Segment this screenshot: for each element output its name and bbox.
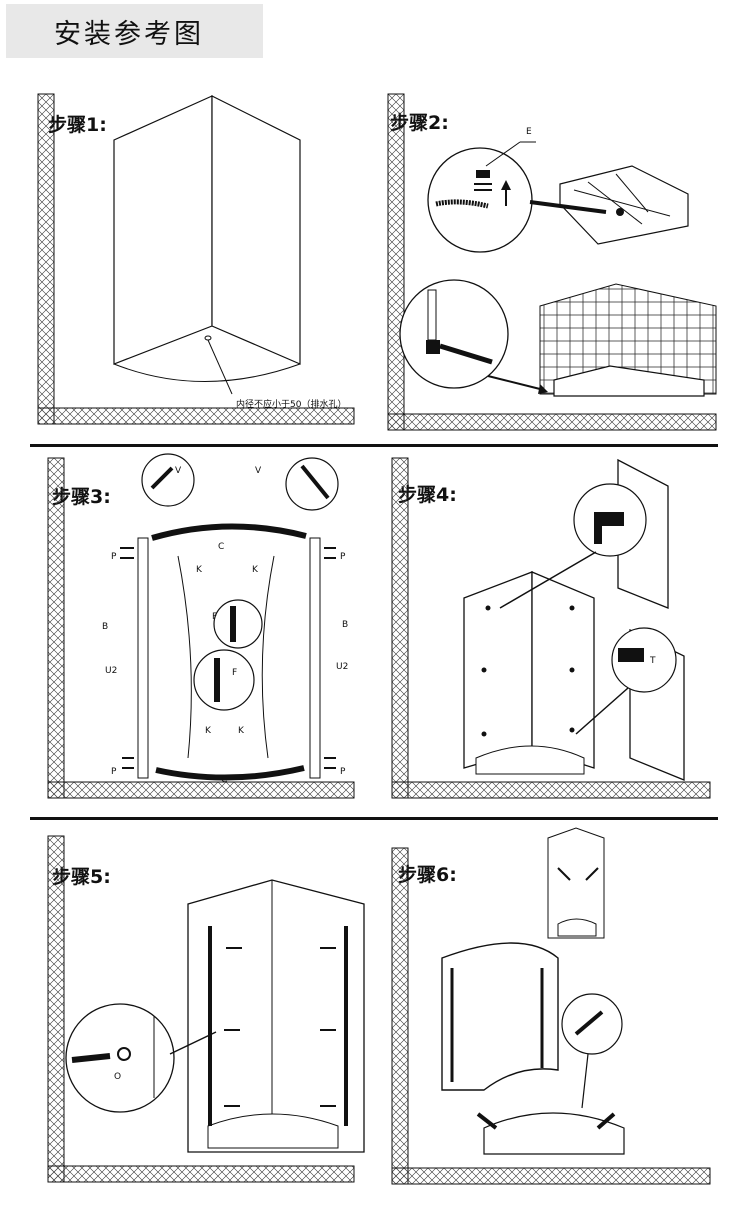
step1-annotation: 内径不应小于50（排水孔）: [236, 400, 347, 410]
page-title: 安装参考图: [54, 19, 204, 50]
step3-callout-p-bottom-left: P: [111, 767, 117, 777]
step3-callout-p-top-right: P: [340, 552, 346, 562]
step6-label: 步骤6:: [398, 864, 457, 886]
step3-callout-b-right: B: [342, 620, 349, 630]
step6-diagram: [391, 827, 711, 1185]
step3-callout-f-bottom: F: [232, 668, 238, 678]
separator-top: [30, 444, 718, 447]
step3-callout-f-top: F: [212, 612, 218, 622]
step2-callout-e: E: [526, 127, 532, 137]
step4-callout-t: T: [650, 656, 656, 666]
step5-label: 步骤5:: [52, 866, 111, 888]
step3-diagram: [47, 453, 355, 799]
step3-callout-k-bottom-right: K: [238, 726, 244, 736]
step3-callout-u2-right: U2: [336, 662, 349, 672]
step2-label: 步骤2:: [390, 112, 449, 134]
title-box: [6, 4, 263, 58]
step3-callout-c-bottom: C: [221, 775, 228, 785]
step3-callout-c-top: C: [218, 542, 225, 552]
step3-callout-v-left: V: [175, 466, 182, 476]
step3-callout-v-right: V: [255, 466, 262, 476]
step3-callout-u2-left: U2: [105, 666, 118, 676]
step3-callout-k-bottom-left: K: [205, 726, 211, 736]
step1-diagram: [37, 93, 355, 425]
step4-diagram: [391, 457, 711, 799]
step1-label: 步骤1:: [48, 114, 107, 136]
separator-bottom: [30, 817, 718, 820]
step5-callout-o: O: [114, 1072, 122, 1082]
step3-callout-k-top-left: K: [196, 565, 202, 575]
step3-label: 步骤3:: [52, 486, 111, 508]
step3-callout-p-bottom-right: P: [340, 767, 346, 777]
step5-diagram: [47, 835, 365, 1183]
step3-callout-k-top-right: K: [252, 565, 258, 575]
step3-callout-p-top-left: P: [111, 552, 117, 562]
step2-diagram: [387, 93, 717, 431]
step4-label: 步骤4:: [398, 484, 457, 506]
step3-callout-b-left: B: [102, 622, 109, 632]
